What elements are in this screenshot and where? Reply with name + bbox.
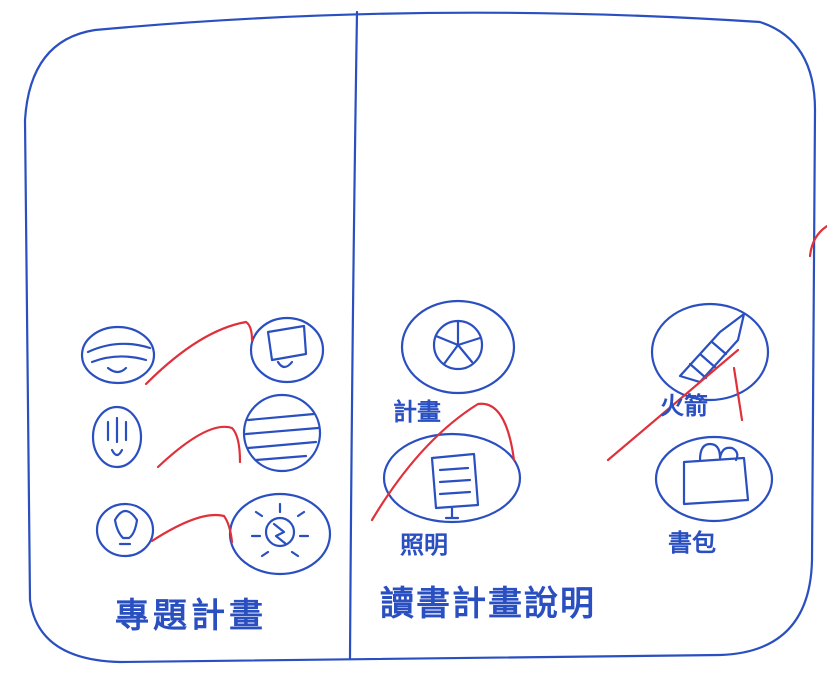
label-bag: 書包: [668, 529, 716, 557]
stripes-icon: [242, 393, 322, 473]
outer-frame: [23, 11, 817, 664]
red-link-row3: [150, 514, 234, 544]
red-link-fan-lamp: [370, 402, 516, 522]
sun-icon: [228, 492, 332, 576]
right-panel-title: 讀書計畫說明: [380, 584, 596, 624]
cup-icon: [249, 316, 325, 384]
red-edge-mark: [808, 224, 827, 258]
fan-icon: [80, 325, 156, 385]
red-link-row2: [156, 425, 242, 469]
label-lamp: 照明: [400, 531, 448, 559]
bag-icon: [654, 435, 774, 523]
label-rocket: 火箭: [660, 392, 708, 420]
label-pie-disc: 計畫: [393, 398, 441, 426]
bulb-icon: [95, 502, 155, 558]
pie-disc-icon: [400, 299, 516, 395]
red-link-rocket-bag: [606, 348, 744, 462]
gauge-icon: [91, 405, 143, 469]
rocket-icon: [650, 302, 770, 402]
lamp-icon: [382, 432, 522, 524]
left-panel-title: 專題計畫: [115, 596, 267, 636]
red-link-row1: [144, 320, 254, 386]
panel-divider: [348, 10, 359, 660]
